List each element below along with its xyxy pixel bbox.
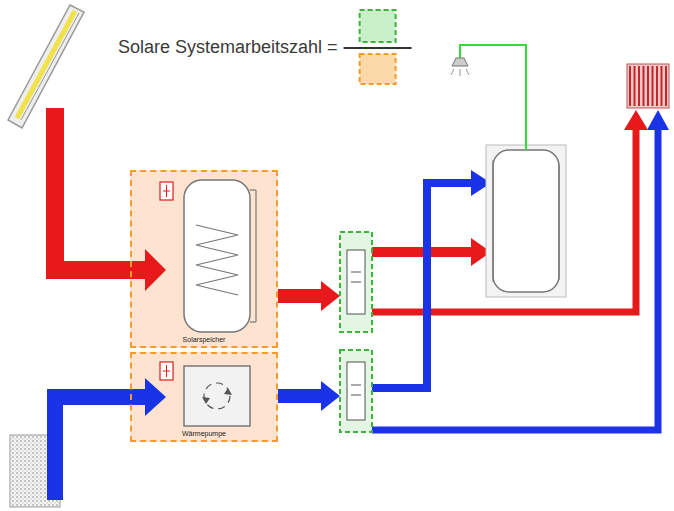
heat-pump-unit [184, 366, 250, 426]
heat-meter [340, 232, 372, 332]
box-ground [130, 170, 278, 348]
thermostat-symbol [160, 362, 173, 380]
radiator [627, 64, 669, 108]
component-name: Wärmepumpe [182, 430, 226, 438]
cold-flow-arrows [55, 110, 669, 500]
fraction-symbol [344, 10, 412, 84]
component-box: Wärmepumpe [130, 352, 278, 442]
component-name: Solarspeicher [183, 336, 226, 344]
box-ground [130, 352, 278, 442]
heat-meter [340, 350, 372, 432]
shower-symbol [451, 45, 526, 150]
component-box: Solarspeicher [130, 170, 278, 348]
hot-water-tank [486, 145, 566, 297]
storage-tank [184, 180, 256, 332]
formula-label: Solare Systemarbeitszahl = [118, 37, 338, 59]
thermostat-symbol [160, 182, 173, 200]
